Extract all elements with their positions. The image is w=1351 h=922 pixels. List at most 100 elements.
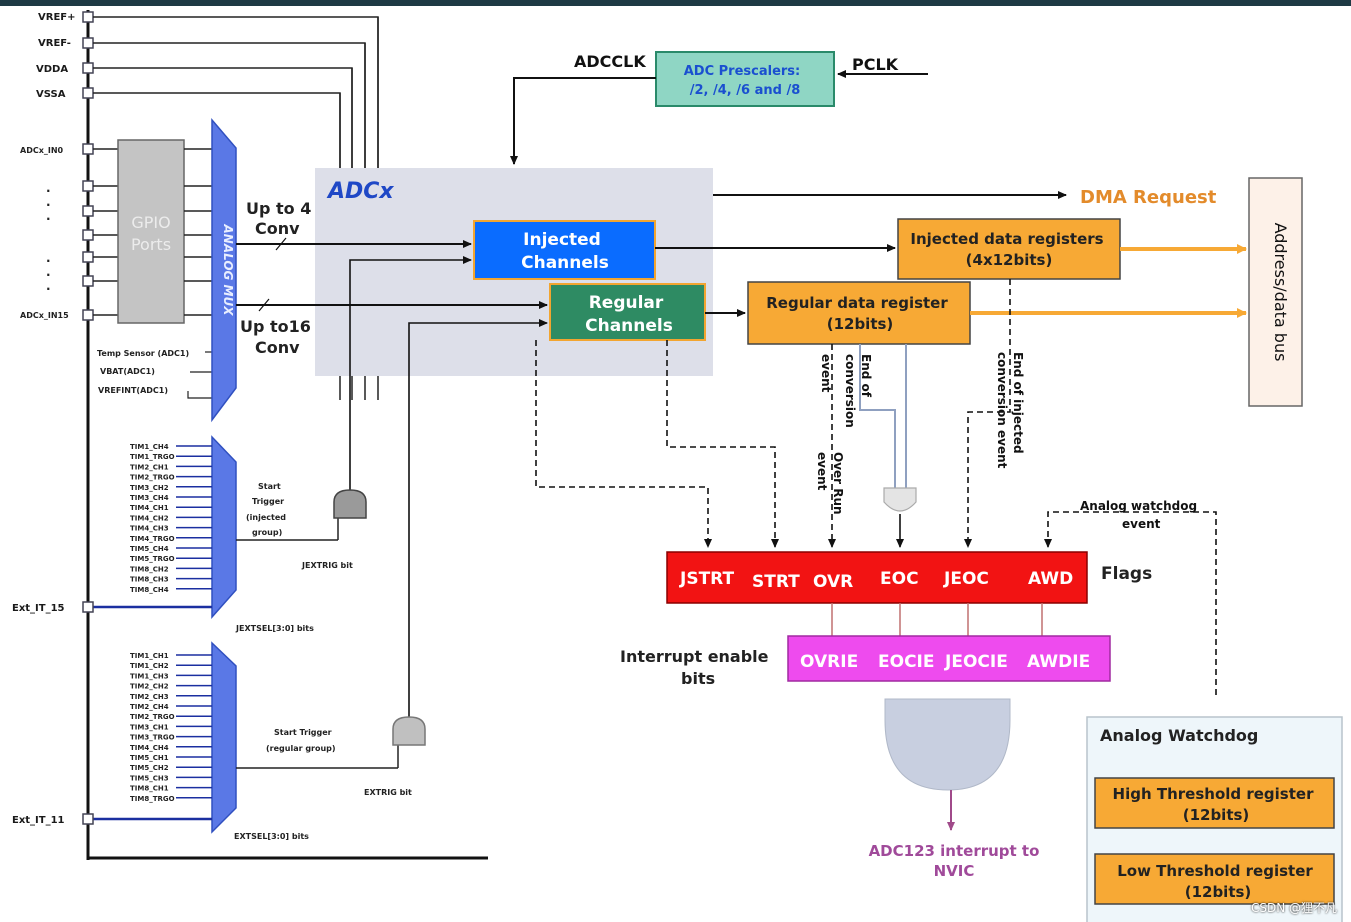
analog-watchdog-panel: Analog Watchdog High Threshold register …	[1086, 716, 1343, 922]
nvic-or-gate	[884, 698, 1011, 791]
injected-conv-line1: Up to 4	[246, 199, 311, 218]
trigger-source-label: TIM4_CH3	[130, 525, 169, 533]
strt-event-line	[666, 340, 779, 548]
svg-text:Over Run: Over Run	[831, 452, 845, 515]
interrupt-enable-label-line2: bits	[681, 669, 715, 688]
adcclk-label: ADCCLK	[574, 52, 646, 71]
trigger-source-label: TIM1_CH3	[130, 672, 169, 680]
analog-mux: ANALOG MUX	[211, 117, 237, 423]
top-strip	[0, 0, 1351, 6]
analog-mux-label: ANALOG MUX	[221, 223, 235, 316]
svg-text:Analog watchdog: Analog watchdog	[1080, 499, 1197, 513]
trigger-source-label: TIM4_TRGO	[130, 535, 175, 543]
flag-jstrt: JSTRT	[679, 569, 734, 589]
jeoc-event-label: End of injected conversion event	[995, 352, 1025, 469]
internal-vbat-label: VBAT(ADC1)	[100, 367, 155, 376]
low-threshold-register: Low Threshold register (12bits)	[1094, 853, 1335, 905]
svg-text:.: .	[46, 181, 51, 195]
trigger-source-label: TIM8_TRGO	[130, 795, 175, 803]
regular-channels-box: Regular Channels	[549, 283, 706, 341]
trigger-source-label: TIM2_CH1	[130, 463, 169, 471]
start-inj-line1: Start	[258, 482, 281, 491]
extrig-and-gate	[392, 716, 426, 746]
flag-eoc: EOC	[880, 569, 919, 589]
svg-text:End of: End of	[859, 354, 873, 398]
jextrig-label: JEXTRIG bit	[301, 561, 353, 570]
trigger-source-label: TIM1_CH4	[130, 443, 169, 451]
svg-text:VREF+: VREF+	[38, 12, 75, 23]
jstrt-event-line	[535, 340, 712, 548]
svg-text:Regular: Regular	[589, 293, 664, 313]
start-inj-line2: Trigger	[252, 497, 284, 506]
injected-trigger-mux: Ext_IT_15	[12, 435, 339, 619]
eoc-regular-line	[859, 344, 896, 488]
svg-text:Regular data register: Regular data register	[766, 294, 948, 312]
pin-label-in15: ADCx_IN15	[20, 311, 69, 320]
injected-data-registers: Injected data registers (4x12bits)	[897, 218, 1121, 280]
input-pins: ADCx_IN0 ADCx_IN15 . . . . . .	[20, 143, 118, 321]
start-inj-line4: group)	[252, 528, 282, 537]
flags-label: Flags	[1101, 564, 1152, 584]
flag-strt: STRT	[752, 572, 800, 592]
trigger-source-label: TIM4_CH4	[130, 744, 169, 752]
int-eocie: EOCIE	[878, 652, 934, 672]
start-reg-line2: (regular group)	[266, 744, 336, 753]
trigger-source-label: TIM8_CH4	[130, 586, 169, 594]
svg-text:(12bits): (12bits)	[1185, 883, 1252, 901]
svg-text:Channels: Channels	[585, 316, 673, 336]
high-threshold-register: High Threshold register (12bits)	[1094, 777, 1335, 829]
injected-channels-box: Injected Channels	[473, 220, 656, 280]
trigger-source-label: TIM3_CH1	[130, 723, 169, 731]
trigger-source-label: TIM1_TRGO	[130, 453, 175, 461]
trigger-source-label: TIM8_CH1	[130, 785, 169, 793]
gpio-label-line2: Ports	[131, 235, 171, 254]
csdn-watermark: CSDN @狸不凡	[1250, 901, 1337, 915]
gpio-label-line1: GPIO	[131, 213, 170, 232]
ovr-event-label: Over Run event	[815, 452, 845, 515]
gpio-ports-block: GPIO Ports	[117, 139, 212, 324]
svg-text:End of injected: End of injected	[1011, 352, 1025, 454]
svg-text:event: event	[815, 452, 829, 491]
trigger-source-label: TIM5_CH2	[130, 764, 169, 772]
pin-label-in0: ADCx_IN0	[20, 146, 64, 155]
trigger-source-label: TIM5_TRGO	[130, 555, 175, 563]
watchdog-title: Analog Watchdog	[1100, 726, 1258, 745]
trigger-source-label: TIM3_CH4	[130, 494, 169, 502]
interrupt-enable-label-line1: Interrupt enable	[620, 647, 769, 666]
nvic-label-line2: NVIC	[934, 862, 975, 880]
flag-ovr: OVR	[813, 572, 853, 592]
trigger-source-label: TIM8_CH3	[130, 576, 169, 584]
svg-text:.: .	[46, 279, 51, 293]
svg-text:VREF-: VREF-	[38, 38, 71, 49]
trigger-source-label: TIM1_CH2	[130, 662, 169, 670]
pclk-label: PCLK	[852, 55, 899, 74]
svg-text:conversion event: conversion event	[995, 352, 1009, 469]
ext-it-11-label: Ext_IT_11	[12, 815, 65, 826]
int-awdie: AWDIE	[1027, 652, 1090, 672]
trigger-source-label: TIM4_CH2	[130, 514, 169, 522]
regular-data-register: Regular data register (12bits)	[747, 281, 971, 345]
svg-text:.: .	[46, 209, 51, 223]
trigger-source-label: TIM8_CH2	[130, 565, 169, 573]
trigger-source-label: TIM4_CH1	[130, 504, 169, 512]
flags-bar: JSTRT STRT OVR EOC JEOC AWD	[666, 551, 1088, 604]
trigger-source-label: TIM5_CH4	[130, 545, 169, 553]
trigger-source-label: TIM2_CH3	[130, 693, 169, 701]
trigger-source-label: TIM1_CH1	[130, 652, 169, 660]
flag-interrupt-links	[831, 603, 1043, 636]
injected-conv-path: Up to 4 Conv	[236, 199, 472, 251]
svg-text:.: .	[46, 251, 51, 265]
trigger-source-label: TIM2_CH4	[130, 703, 169, 711]
trigger-source-label: TIM2_TRGO	[130, 474, 175, 482]
adcclk-arrow	[510, 77, 656, 165]
regular-conv-line2: Conv	[255, 338, 300, 357]
jextrig-and-gate	[333, 489, 367, 519]
trigger-source-label: TIM5_CH3	[130, 774, 169, 782]
start-inj-line3: (injected	[246, 513, 286, 522]
regular-conv-line1: Up to16	[240, 317, 311, 336]
svg-text:event: event	[819, 354, 833, 393]
flag-awd: AWD	[1028, 569, 1073, 589]
ellipsis-dots: . . . . . .	[46, 181, 51, 293]
